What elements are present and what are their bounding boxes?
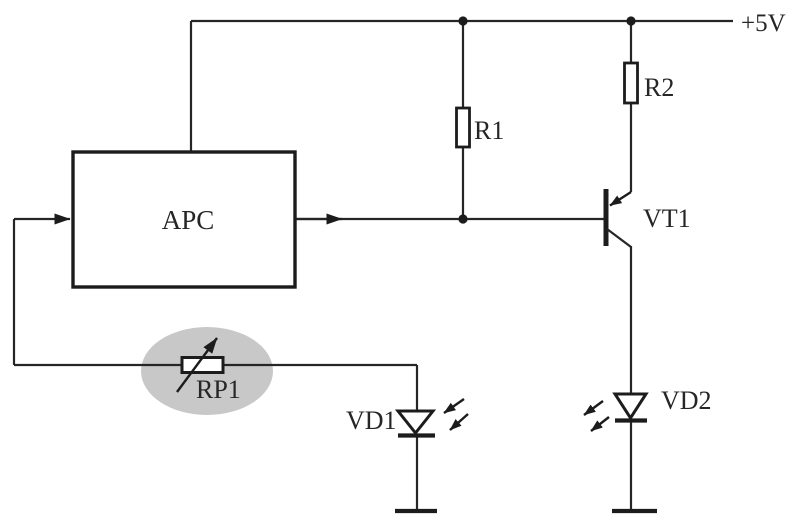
rp1-label: RP1 — [196, 375, 241, 404]
r2-label: R2 — [644, 73, 674, 102]
vt1-label: VT1 — [643, 204, 691, 233]
vd2-light-arrow-1 — [583, 400, 604, 416]
junction-dot-r2-rail — [626, 16, 636, 26]
apc-block-label: APC — [162, 205, 215, 235]
power-rail-label: +5V — [741, 10, 786, 37]
rp1-potentiometer-body — [180, 356, 225, 374]
vd2-light-arrow-2 — [590, 416, 610, 432]
vd1-diode-triangle — [394, 409, 437, 436]
vd1-light-arrow-2 — [449, 413, 469, 431]
junction-dot-base — [458, 214, 468, 224]
vd2-diode-triangle — [612, 392, 649, 421]
vt1-emitter-arrow — [609, 190, 632, 207]
vd2-label: VD2 — [661, 386, 712, 415]
r1-label: R1 — [474, 116, 504, 145]
junction-dot-r1-rail — [458, 16, 468, 26]
vt1-collector-diagonal — [606, 228, 632, 248]
vd1-light-arrow-1 — [443, 398, 465, 414]
r1-resistor-body — [455, 106, 471, 149]
r2-resistor-body — [623, 61, 639, 105]
apc-block — [71, 150, 297, 289]
vd1-label: VD1 — [346, 406, 397, 435]
rp1-wiper-arrow — [176, 337, 218, 393]
